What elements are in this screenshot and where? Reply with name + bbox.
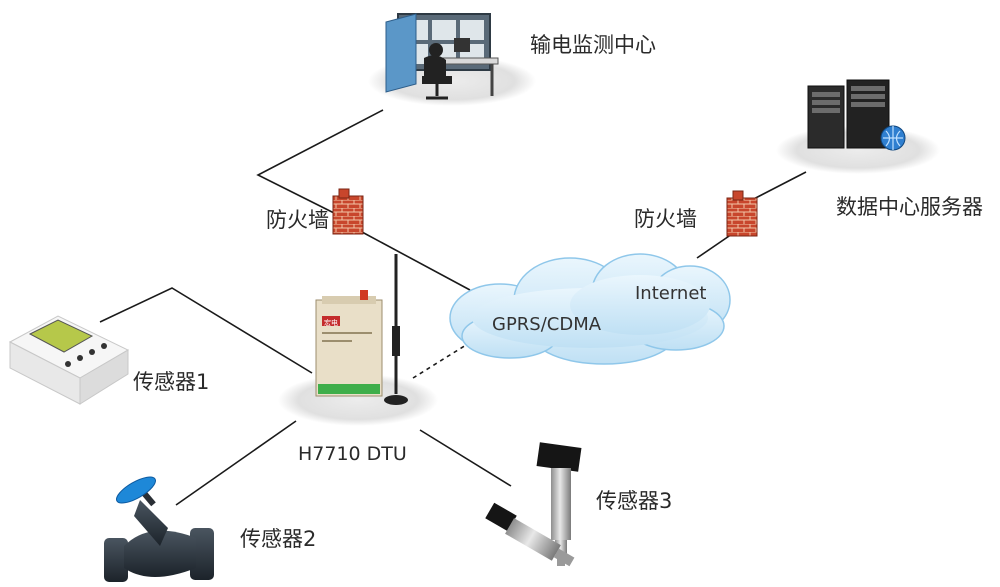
label-sensor1: 传感器1 — [133, 370, 209, 394]
line-center-to-firewall — [256, 109, 384, 216]
label-monitor-center: 输电监测中心 — [530, 33, 656, 57]
line-firewall-to-cloud — [361, 231, 471, 291]
valve-icon — [104, 476, 214, 582]
label-internet: Internet — [635, 283, 706, 304]
firewall-icon — [332, 188, 364, 235]
cloud-fill-cover — [472, 275, 710, 348]
dtu-logo-text: 宏电 — [324, 318, 338, 327]
line-dtu-to-sensor3 — [419, 429, 512, 487]
sensor-panel-icon — [8, 315, 130, 405]
line-sensor1-to-dtu — [99, 287, 313, 374]
dtu-device-icon: 宏电 — [278, 254, 438, 426]
label-sensor2: 传感器2 — [240, 527, 316, 551]
label-firewall-left: 防火墙 — [266, 208, 329, 232]
line-dtu-to-cloud-wireless — [412, 344, 467, 379]
label-dtu: H7710 DTU — [298, 443, 407, 465]
label-firewall-right: 防火墙 — [634, 207, 697, 231]
server-icon — [776, 79, 940, 174]
pressure-transmitter-icon — [485, 442, 582, 567]
firewall-icon — [726, 190, 758, 237]
line-dtu-to-sensor2 — [175, 420, 297, 506]
connection-lines — [99, 109, 807, 506]
label-sensor3: 传感器3 — [596, 489, 672, 513]
monitor-center-icon — [368, 13, 536, 106]
label-gprs-cdma: GPRS/CDMA — [492, 314, 602, 335]
label-data-server: 数据中心服务器 — [836, 195, 983, 219]
